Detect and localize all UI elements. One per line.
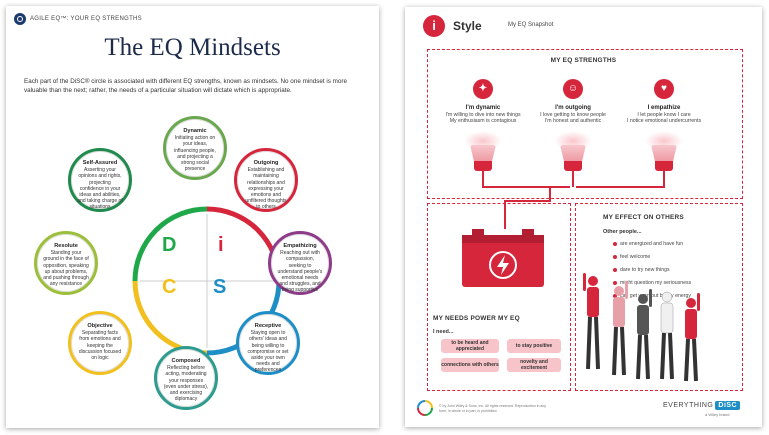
effect-subheading: Other people... (603, 229, 642, 235)
strength-line: My enthusiasm is contagious (449, 118, 517, 125)
brand-disc-badge: DiSC (715, 401, 741, 410)
strength-outgoing: I'm outgoing I love getting to know peop… (528, 105, 618, 125)
mindset-desc: Standing your ground in the face of oppo… (43, 250, 89, 288)
strength-line: I let people know I care (637, 111, 691, 118)
effect-item: dare to try new things (613, 267, 670, 273)
mindset-resolute: Resolute Standing your ground in the fac… (34, 231, 98, 295)
page-header: AGILE EQ™: YOUR EQ STRENGTHS (14, 13, 142, 25)
eq-mindsets-page: AGILE EQ™: YOUR EQ STRENGTHS The EQ Mind… (6, 6, 379, 428)
mindset-empathizing: Empathizing Reaching out with compassion… (268, 231, 332, 295)
need-item: novelty and excitement (507, 358, 561, 372)
mindset-desc: Reaching out with compassion, seeking to… (277, 250, 323, 294)
effect-item: might question my seriousness (613, 280, 691, 286)
effect-text: feel welcome (620, 254, 651, 260)
bullet-dot-icon (613, 242, 617, 246)
mindset-composed: Composed Reflecting before acting, moder… (154, 346, 218, 410)
bullet-dot-icon (613, 255, 617, 259)
mindset-name: Dynamic (183, 128, 207, 134)
effect-text: might question my seriousness (620, 280, 692, 286)
strength-name: I empathize (647, 105, 681, 111)
heart-hand-icon: ♥ (654, 79, 674, 99)
mindset-name: Resolute (54, 243, 78, 249)
people-icon: ☺ (563, 79, 583, 99)
needs-box (427, 203, 571, 391)
lamp-icon (554, 131, 592, 171)
mindset-desc: Separating facts from emotions and keepi… (78, 330, 122, 362)
effect-item: can get worn out by my energy (613, 293, 691, 299)
mindset-name: Composed (171, 358, 201, 364)
lamp-icon (645, 131, 683, 171)
intro-paragraph: Each part of the DiSC® circle is associa… (24, 78, 348, 94)
mindset-desc: Reflecting before acting, moderating you… (163, 365, 209, 403)
agile-eq-logo-icon (14, 13, 26, 25)
disc-letter-c: C (162, 276, 177, 298)
strength-dynamic: I'm dynamic I'm willing to dive into new… (438, 105, 528, 125)
strength-line: I love getting to know people (540, 111, 606, 118)
mindset-desc: Staying open to others' ideas and being … (247, 330, 289, 374)
disc-letter-i: i (218, 234, 224, 256)
strengths-box (427, 49, 743, 199)
need-item: to be heard and appreciated (441, 339, 499, 353)
eq-logo-icon (417, 400, 433, 416)
page-subtitle: My EQ Snapshot (508, 22, 554, 28)
mindset-desc: Initiating action on your ideas, influen… (174, 135, 216, 173)
strength-line: I notice emotional undercurrents (626, 118, 702, 125)
mindset-name: Receptive (254, 323, 282, 329)
disc-letter-d: D (162, 234, 177, 256)
effect-box (575, 203, 743, 391)
mindset-name: Empathizing (283, 243, 317, 249)
mindset-receptive: Receptive Staying open to others' ideas … (236, 311, 300, 375)
effect-item: feel welcome (613, 254, 650, 260)
mindset-name: Objective (87, 323, 113, 329)
mindset-dynamic: Dynamic Initiating action on your ideas,… (163, 116, 227, 180)
disc-circle (132, 206, 282, 356)
effect-text: are energized and have fun (620, 241, 684, 247)
needs-heading: MY NEEDS POWER MY EQ (433, 315, 520, 322)
everything-disc-logo: EVERYTHING DiSC (663, 401, 741, 410)
mindset-desc: Establishing and maintaining relationshi… (245, 167, 287, 211)
strength-line: I'm willing to dive into new things (445, 111, 521, 118)
page-title: The EQ Mindsets (104, 34, 281, 61)
lamp-icon (464, 131, 502, 171)
brand-text: EVERYTHING (663, 402, 714, 409)
style-snapshot-page: i Style My EQ Snapshot MY EQ STRENGTHS ✦… (405, 7, 762, 427)
effect-item: are energized and have fun (613, 241, 683, 247)
mindset-desc: Asserting your opinions and rights, proj… (77, 167, 123, 211)
strength-name: I'm outgoing (555, 105, 591, 111)
strengths-heading: MY EQ STRENGTHS (550, 57, 617, 64)
strength-line: I'm honest and authentic (544, 118, 602, 125)
effect-text: can get worn out by my energy (620, 293, 691, 299)
need-item: to stay positive (507, 339, 561, 353)
mindset-objective: Objective Separating facts from emotions… (68, 311, 132, 375)
need-item: connections with others (441, 358, 499, 372)
style-i-icon: i (423, 15, 445, 37)
needs-subheading: I need... (433, 329, 454, 335)
mindset-name: Outgoing (253, 160, 279, 166)
bullet-dot-icon (613, 294, 617, 298)
bullet-dot-icon (613, 281, 617, 285)
strength-empathize: I empathize I let people know I care I n… (619, 105, 709, 125)
bullet-dot-icon (613, 268, 617, 272)
effect-heading: MY EFFECT ON OTHERS (603, 214, 684, 221)
disc-letter-s: S (213, 276, 227, 298)
brand-subtext: a Wiley brand (705, 412, 730, 417)
page-title: Style (453, 19, 482, 33)
header-text: AGILE EQ™: YOUR EQ STRENGTHS (30, 16, 142, 22)
mindset-self-assured: Self-Assured Asserting your opinions and… (68, 148, 132, 212)
copyright-text: © by John Wiley & Sons, Inc. All rights … (439, 404, 547, 413)
strength-name: I'm dynamic (465, 105, 501, 111)
power-cables (482, 171, 665, 229)
lightbulb-icon: ✦ (473, 79, 493, 99)
cheering-people-illustration (583, 273, 700, 382)
mindset-outgoing: Outgoing Establishing and maintaining re… (234, 148, 298, 212)
effect-text: dare to try new things (620, 267, 670, 273)
battery-icon (462, 229, 544, 287)
mindset-name: Self-Assured (82, 160, 118, 166)
